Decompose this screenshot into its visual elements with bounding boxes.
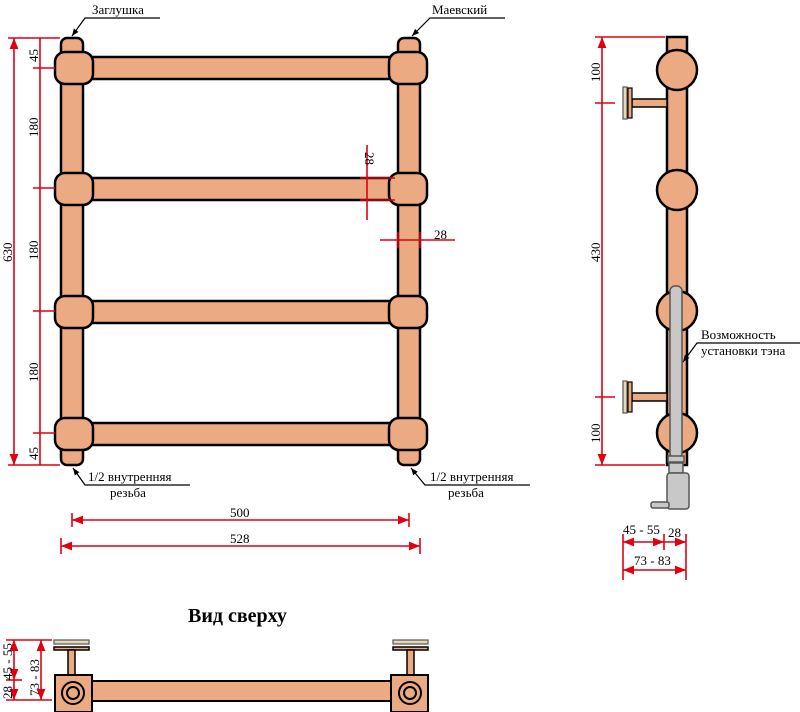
post-left [53,639,93,712]
top-dim-pipe: 28 [0,686,15,699]
rail [86,55,395,81]
dim-segment: 180 [26,118,41,138]
thread-label-right-2: резьба [448,485,484,500]
heater-label: Возможность [701,327,776,342]
right-vertical-pipe [396,36,422,467]
side-view: Возможность установки тэна 100 430 100 4… [588,35,800,580]
plug-label: Заглушка [92,2,144,17]
dim-segment: 45 [26,447,41,460]
wall-bracket-top [622,86,668,120]
thread-label-left-2: резьба [110,485,146,500]
rail [86,176,395,202]
heating-element [650,285,690,510]
rail [86,421,395,447]
top-view-title: Вид сверху [188,605,287,627]
dim-pipe: 28 [668,525,681,540]
mayevsky-valve-label: Маевский [432,2,487,17]
heater-label-2: установки тэна [701,343,786,358]
dim-630: 630 [0,243,15,263]
dim-528: 528 [230,531,250,546]
dim-total-depth: 73 - 83 [634,553,671,568]
dim-offset: 45 - 55 [623,522,660,537]
joints [53,50,429,452]
dim-segment: 430 [588,243,603,263]
wall-bracket-bottom [622,380,668,414]
thread-label-left: 1/2 внутренняя [88,469,171,484]
front-view: Заглушка Маевский 1/2 внутренняя резьба … [0,2,530,554]
height-dimensions: 630 45 180 180 180 45 [0,37,60,466]
left-vertical-pipe [59,36,85,467]
top-view: Вид сверху 45 - 55 28 73 - 83 [0,605,429,712]
dim-segment: 180 [26,363,41,383]
dim-pipe-height: 28 [362,152,377,165]
dim-segment: 45 [26,49,41,62]
rail [86,299,395,325]
top-dim-total: 73 - 83 [27,659,42,696]
post-right [390,639,429,712]
thread-label-right: 1/2 внутренняя [430,469,513,484]
dim-500: 500 [230,505,250,520]
dim-segment: 180 [26,241,41,261]
top-dim-offset: 45 - 55 [0,643,15,680]
dim-pipe-width: 28 [434,227,447,242]
dim-segment: 100 [588,63,603,83]
dim-segment: 100 [588,424,603,444]
rails [86,55,395,447]
